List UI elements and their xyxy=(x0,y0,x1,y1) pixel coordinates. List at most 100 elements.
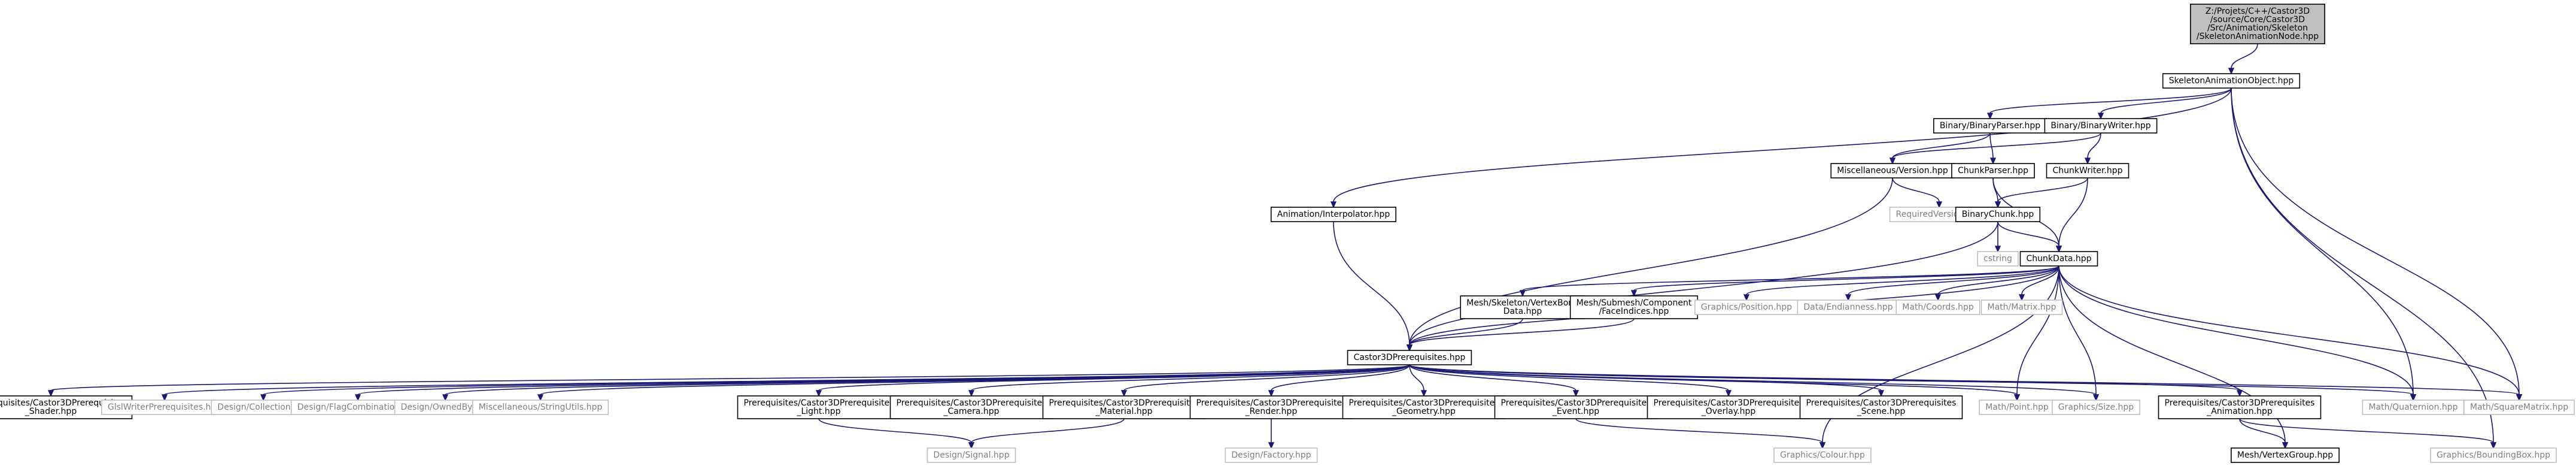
node-root[interactable]: Z:/Projets/C++/Castor3D/source/Core/Cast… xyxy=(2190,4,2325,44)
edge-arrowhead xyxy=(1934,294,1942,301)
edge-arrowhead xyxy=(537,394,544,401)
edge-line xyxy=(1892,177,1940,202)
node-label-line: Math/SquareMatrix.hpp xyxy=(2470,403,2568,412)
edge-arrowhead xyxy=(1994,201,2001,208)
node-box xyxy=(1042,395,1206,419)
edge-line xyxy=(818,364,1410,391)
edge-arrowhead xyxy=(2084,158,2091,165)
node-box xyxy=(1225,447,1318,463)
node-cstring: cstring xyxy=(1977,251,2019,267)
node-geometry[interactable]: Prerequisites/Castor3DPrerequisites_Geom… xyxy=(1342,395,1506,419)
edge-animation-to-bbox xyxy=(2239,418,2497,449)
node-animation[interactable]: Prerequisites/Castor3DPrerequisites_Anim… xyxy=(2158,395,2322,419)
node-render[interactable]: Prerequisites/Castor3DPrerequisites_Rend… xyxy=(1189,395,1353,419)
edge-sao-to-bbox xyxy=(2231,87,2497,449)
node-label-line: _Scene.hpp xyxy=(1857,407,1906,416)
edge-line xyxy=(2021,265,2059,295)
edge-line xyxy=(1409,318,1635,346)
node-scene[interactable]: Prerequisites/Castor3DPrerequisites_Scen… xyxy=(1799,395,1963,419)
node-cdata[interactable]: ChunkData.hpp xyxy=(2019,251,2098,267)
edge-arrowhead xyxy=(260,394,267,401)
node-matrix: Math/Matrix.hpp xyxy=(1980,299,2063,315)
node-box xyxy=(1980,299,2063,315)
node-sao[interactable]: SkeletonAnimationObject.hpp xyxy=(2162,73,2301,89)
node-label-line: Binary/BinaryWriter.hpp xyxy=(2051,121,2150,131)
node-strutils: Miscellaneous/StringUtils.hpp xyxy=(472,400,609,415)
edge-arrowhead xyxy=(1889,158,1896,165)
edge-arrowhead xyxy=(2228,68,2235,75)
node-cparser[interactable]: ChunkParser.hpp xyxy=(1951,163,2035,178)
node-light[interactable]: Prerequisites/Castor3DPrerequisites_Ligh… xyxy=(737,395,901,419)
edge-arrowhead xyxy=(2516,394,2523,401)
node-prereq[interactable]: Castor3DPrerequisites.hpp xyxy=(1347,350,1472,365)
node-version[interactable]: Miscellaneous/Version.hpp xyxy=(1830,163,1955,178)
edge-line xyxy=(1937,265,2059,295)
node-box xyxy=(1895,299,1980,315)
node-label-line: Math/Matrix.hpp xyxy=(1988,302,2056,312)
node-label-line: ChunkParser.hpp xyxy=(1958,166,2028,176)
edge-arrowhead xyxy=(2410,394,2417,401)
edge-bchunk-to-prereq xyxy=(1406,221,1998,352)
node-faceidx[interactable]: Mesh/Submesh/Component/FaceIndices.hpp xyxy=(1569,295,1699,319)
edge-line xyxy=(1997,177,2088,202)
edge-line xyxy=(1633,265,2059,291)
edge-arrowhead xyxy=(1330,201,1337,208)
edge-line xyxy=(2016,265,2059,395)
nodes-layer: Z:/Projets/C++/Castor3D/source/Core/Cast… xyxy=(0,4,2575,463)
node-bchunk[interactable]: BinaryChunk.hpp xyxy=(1955,207,2041,222)
edge-arrowhead xyxy=(968,390,975,397)
edge-arrowhead xyxy=(1936,201,1943,208)
edge-line xyxy=(1409,318,1523,346)
node-label-line: _Animation.hpp xyxy=(2206,407,2273,416)
node-box xyxy=(1933,118,2047,134)
edge-arrowhead xyxy=(1878,390,1885,397)
edge-line xyxy=(818,418,972,443)
node-box xyxy=(1977,251,2019,267)
edge-arrowhead xyxy=(1994,246,2001,253)
edge-line xyxy=(2239,418,2286,443)
edge-cdata-to-vbone xyxy=(1519,265,2059,297)
node-box xyxy=(1647,395,1811,419)
node-label-line: /Src/Animation/Skeleton xyxy=(2207,23,2308,33)
edge-sao-to-interp xyxy=(1330,87,2232,208)
node-bwriter[interactable]: Binary/BinaryWriter.hpp xyxy=(2044,118,2158,134)
node-box xyxy=(926,447,1016,463)
edge-line xyxy=(164,364,1410,395)
edge-line xyxy=(971,364,1410,391)
edge-prereq-to-owned xyxy=(442,364,1410,401)
edge-line xyxy=(1409,364,1729,391)
node-box xyxy=(1951,163,2035,178)
edge-prereq-to-render xyxy=(1268,364,1410,397)
node-colour: Graphics/Colour.hpp xyxy=(1773,447,1872,463)
node-label-line: Math/Quaternion.hpp xyxy=(2368,403,2457,412)
node-box xyxy=(1569,295,1699,319)
node-box xyxy=(2019,251,2098,267)
node-box xyxy=(1694,299,1799,315)
node-signal: Design/Signal.hpp xyxy=(926,447,1016,463)
node-box xyxy=(1270,207,1397,222)
node-overlay[interactable]: Prerequisites/Castor3DPrerequisites_Over… xyxy=(1647,395,1811,419)
edge-sao-to-bwriter xyxy=(2097,87,2232,120)
edge-arrowhead xyxy=(1743,294,1750,301)
node-label-line: _Shader.hpp xyxy=(25,407,77,416)
node-vgroup[interactable]: Mesh/VertexGroup.hpp xyxy=(2231,447,2340,463)
edge-arrowhead xyxy=(1986,113,1994,120)
edge-line xyxy=(2058,265,2520,395)
edge-arrowhead xyxy=(1519,290,1526,297)
node-interp[interactable]: Animation/Interpolator.hpp xyxy=(1270,207,1397,222)
edge-line xyxy=(2058,265,2097,395)
node-bparser[interactable]: Binary/BinaryParser.hpp xyxy=(1933,118,2047,134)
edge-interp-to-prereq xyxy=(1333,221,1413,352)
edge-cdata-to-vgroup xyxy=(2058,265,2289,449)
node-cwriter[interactable]: ChunkWriter.hpp xyxy=(2046,163,2130,178)
node-box xyxy=(2430,447,2557,463)
node-material[interactable]: Prerequisites/Castor3DPrerequisites_Mate… xyxy=(1042,395,1206,419)
node-gsize: Graphics/Size.hpp xyxy=(2052,400,2140,415)
node-camera[interactable]: Prerequisites/Castor3DPrerequisites_Came… xyxy=(889,395,1053,419)
node-event[interactable]: Prerequisites/Castor3DPrerequisites_Even… xyxy=(1494,395,1658,419)
node-label-line: Binary/BinaryParser.hpp xyxy=(1940,121,2040,131)
edge-arrowhead xyxy=(1420,390,1427,397)
edge-arrowhead xyxy=(47,390,54,397)
